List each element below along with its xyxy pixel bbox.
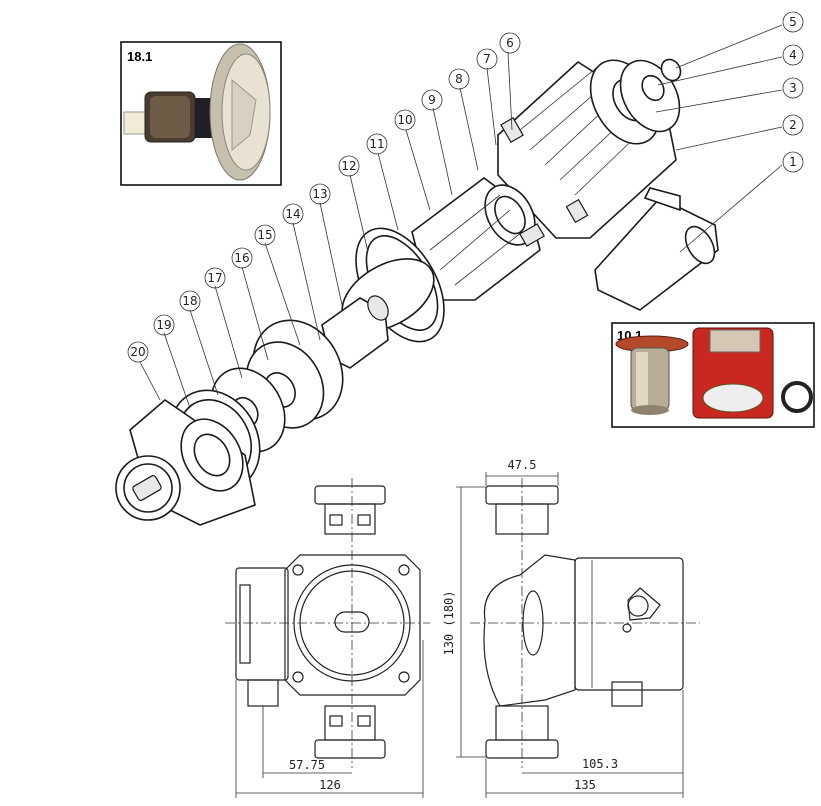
callout-10: 10 (397, 113, 412, 127)
dim-side-width: 135 (574, 778, 596, 792)
callout-7: 7 (483, 52, 491, 66)
callouts: 1 2 3 4 5 6 7 8 9 10 11 12 13 14 15 16 1… (127, 11, 804, 363)
leader-lines (139, 24, 783, 409)
callout-8: 8 (455, 72, 463, 86)
callout-20: 20 (130, 345, 145, 359)
callout-6: 6 (506, 36, 514, 50)
callout-16: 16 (234, 251, 249, 265)
callout-11: 11 (369, 137, 384, 151)
callout-17: 17 (207, 271, 222, 285)
callout-13: 13 (312, 187, 327, 201)
dim-front-width: 126 (319, 778, 341, 792)
callout-12: 12 (341, 159, 356, 173)
callout-1: 1 (789, 155, 797, 169)
dimension-lines: 47.5 130 (180) 57.75 126 105.3 135 (235, 458, 684, 798)
callout-14: 14 (285, 207, 300, 221)
inset-impeller: 18.1 (120, 41, 282, 186)
dim-height: 130 (180) (442, 590, 456, 655)
dim-right-offset: 105.3 (582, 757, 618, 771)
callout-2: 2 (789, 118, 797, 132)
callout-18: 18 (182, 294, 197, 308)
inset-impeller-label: 18.1 (127, 49, 152, 64)
inset-housing: 10.1 (611, 322, 815, 428)
side-view (470, 478, 700, 768)
callout-5: 5 (789, 15, 797, 29)
dim-width-top: 47.5 (508, 458, 537, 472)
exploded-parts (115, 58, 719, 526)
front-view (225, 478, 430, 768)
callout-15: 15 (257, 228, 272, 242)
callout-4: 4 (789, 48, 797, 62)
dim-left-offset: 57.75 (289, 758, 325, 772)
callout-3: 3 (789, 81, 797, 95)
callout-19: 19 (156, 318, 171, 332)
callout-9: 9 (428, 93, 436, 107)
